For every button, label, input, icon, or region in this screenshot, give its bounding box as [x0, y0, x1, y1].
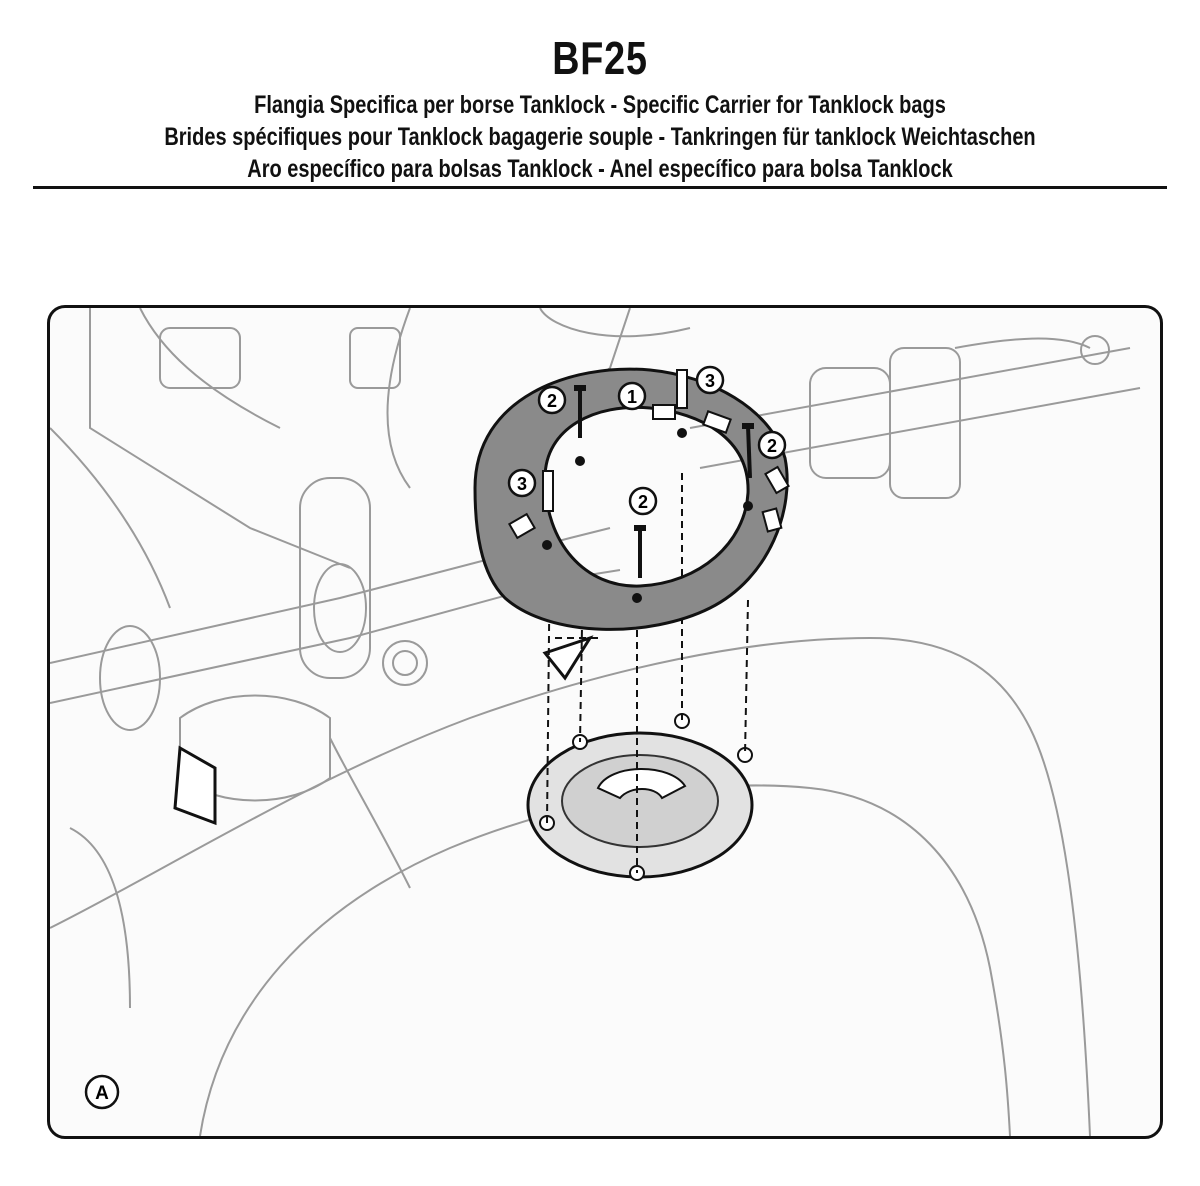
header-divider [33, 186, 1167, 189]
svg-text:3: 3 [705, 371, 715, 391]
screw-right [742, 423, 754, 479]
svg-text:3: 3 [517, 474, 527, 494]
page-title: BF25 [552, 32, 648, 84]
svg-text:2: 2 [767, 436, 777, 456]
svg-text:2: 2 [638, 492, 648, 512]
view-label-a: A [84, 1074, 120, 1110]
callout-screw-center: 2 [628, 486, 658, 516]
tanklock-ring [473, 367, 790, 631]
screw-left-top [574, 385, 586, 438]
svg-text:2: 2 [547, 391, 557, 411]
subtitle-line-2: Brides spécifiques pour Tanklock bagager… [164, 123, 1036, 151]
callout-spacer-right-top: 3 [695, 365, 725, 395]
assembly-diagram: 1 2 2 2 3 3 A [50, 308, 1141, 1136]
screws [542, 369, 754, 578]
spacer-left [542, 470, 554, 512]
callout-spacer-left: 3 [507, 468, 537, 498]
svg-text:1: 1 [627, 387, 637, 407]
diagram-frame: 1 2 2 2 3 3 A [47, 305, 1163, 1139]
callout-screw-left-top: 2 [537, 385, 567, 415]
subtitle-line-1: Flangia Specifica per borse Tanklock - S… [254, 91, 946, 119]
subtitle-line-3: Aro específico para bolsas Tanklock - An… [247, 155, 953, 183]
motorcycle-lineart [50, 308, 1141, 1136]
fuel-cap-base [526, 713, 754, 881]
callout-ring: 1 [617, 381, 647, 411]
spacer-right-top [676, 369, 688, 409]
callout-screw-right: 2 [757, 430, 787, 460]
svg-text:A: A [95, 1083, 109, 1104]
screw-center [634, 525, 646, 578]
